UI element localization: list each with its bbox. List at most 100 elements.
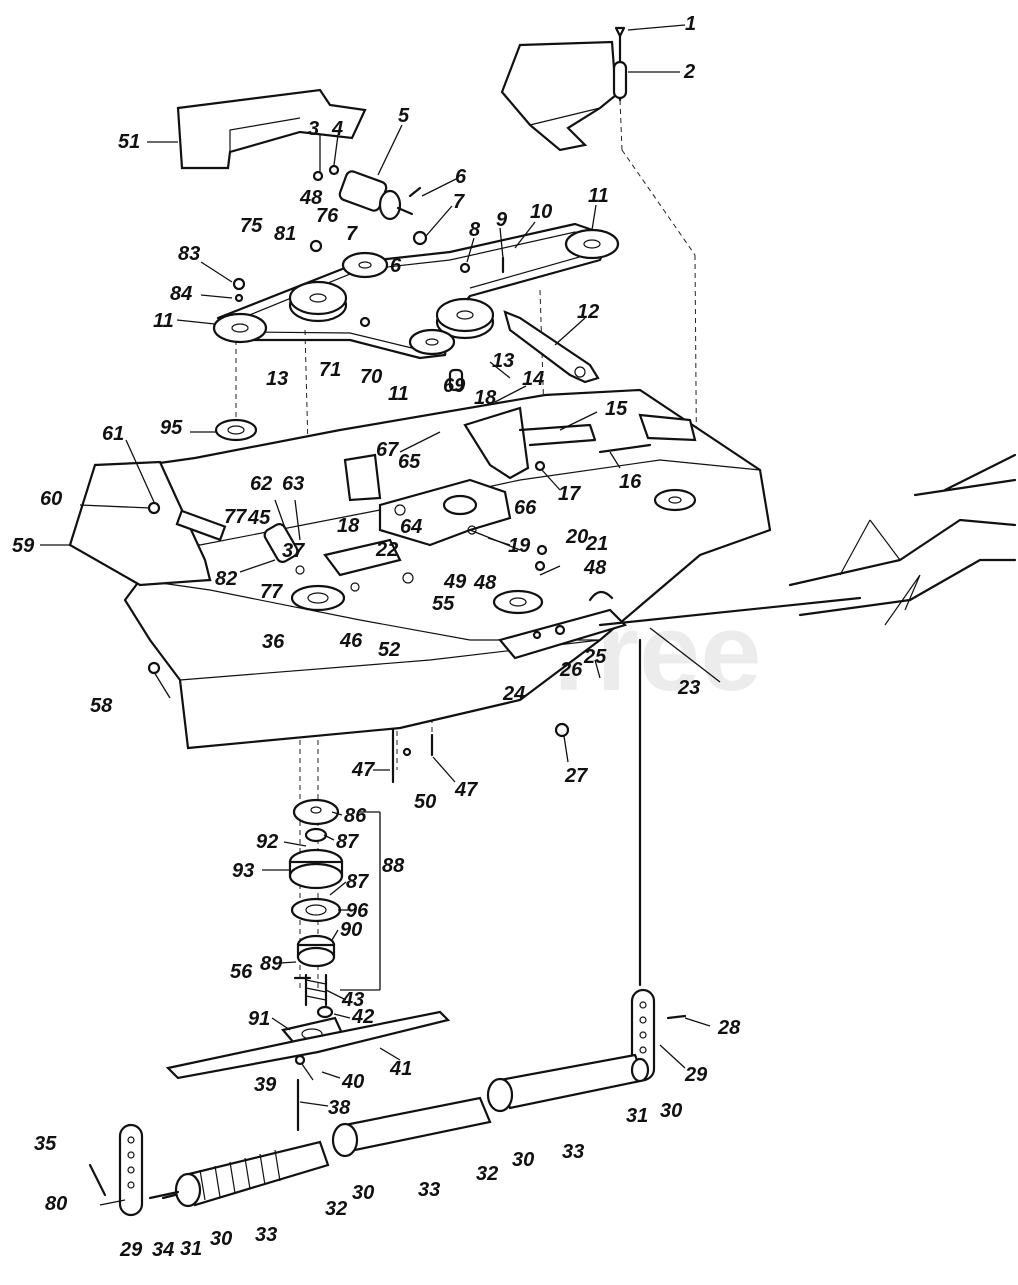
- callout-59: 59: [12, 535, 35, 557]
- callout-91: 91: [248, 1008, 270, 1030]
- belt-cover-left: [176, 88, 367, 170]
- callout-11: 11: [388, 383, 409, 405]
- callout-33: 33: [562, 1141, 584, 1163]
- callout-63: 63: [282, 473, 304, 495]
- callout-61: 61: [102, 423, 124, 445]
- callout-83: 83: [178, 243, 200, 265]
- callout-7: 7: [346, 223, 358, 245]
- callout-56: 56: [230, 961, 253, 983]
- callout-77: 77: [260, 581, 283, 603]
- callout-6: 6: [390, 255, 402, 277]
- hanger-rod: [598, 596, 862, 987]
- callout-11: 11: [153, 310, 174, 332]
- callout-96: 96: [346, 900, 369, 922]
- callout-25: 25: [583, 646, 607, 668]
- callout-26: 26: [559, 659, 583, 681]
- callout-24: 24: [502, 683, 525, 705]
- callout-50: 50: [414, 791, 436, 813]
- callout-1: 1: [685, 13, 696, 35]
- callout-30: 30: [210, 1228, 232, 1250]
- discharge-chute: [68, 460, 227, 587]
- callout-27: 27: [564, 765, 588, 787]
- pulley-11-left: [212, 312, 268, 344]
- callout-11: 11: [588, 185, 609, 207]
- tractor-frame-outline: [788, 453, 1017, 626]
- callout-15: 15: [605, 398, 628, 420]
- callout-52: 52: [378, 639, 400, 661]
- callout-80: 80: [45, 1193, 67, 1215]
- callout-33: 33: [255, 1224, 277, 1246]
- callout-8: 8: [469, 219, 481, 241]
- callout-95: 95: [160, 417, 183, 439]
- pulley-13-left: [288, 280, 348, 323]
- callout-86: 86: [344, 805, 367, 827]
- callout-75: 75: [240, 215, 263, 237]
- callout-47: 47: [454, 779, 478, 801]
- callout-77: 77: [224, 506, 247, 528]
- callout-18: 18: [337, 515, 360, 537]
- leader-lines: [40, 24, 721, 1206]
- callout-19: 19: [508, 535, 531, 557]
- callout-47: 47: [351, 759, 375, 781]
- callout-48: 48: [473, 572, 497, 594]
- callout-23: 23: [677, 677, 700, 699]
- callout-33: 33: [418, 1179, 440, 1201]
- callout-12: 12: [577, 301, 599, 323]
- callout-71: 71: [319, 359, 341, 381]
- callout-30: 30: [660, 1100, 682, 1122]
- callout-13: 13: [266, 368, 288, 390]
- callout-46: 46: [339, 630, 363, 652]
- callout-84: 84: [170, 283, 192, 305]
- hardware: [88, 26, 687, 1200]
- callout-49: 49: [443, 571, 467, 593]
- callout-51: 51: [118, 131, 140, 153]
- callout-2: 2: [683, 61, 695, 83]
- callout-37: 37: [282, 540, 305, 562]
- callout-38: 38: [328, 1097, 351, 1119]
- pulley-11-right: [564, 228, 620, 260]
- callout-29: 29: [119, 1239, 143, 1261]
- callout-17: 17: [558, 483, 581, 505]
- pulley-upper: [341, 251, 389, 279]
- callout-88: 88: [382, 855, 405, 877]
- spindle-collars: [214, 418, 697, 615]
- callout-60: 60: [40, 488, 62, 510]
- callout-31: 31: [180, 1238, 202, 1260]
- callout-82: 82: [215, 568, 237, 590]
- pulley-11-center: [408, 328, 456, 356]
- callout-32: 32: [476, 1163, 498, 1185]
- callout-35: 35: [34, 1133, 57, 1155]
- belt-cover-right: [500, 40, 618, 152]
- spindle-stack: [280, 798, 347, 1052]
- bearing-95: [214, 418, 258, 442]
- callout-7: 7: [453, 191, 465, 213]
- callout-30: 30: [512, 1149, 534, 1171]
- callout-6: 6: [455, 166, 467, 188]
- callout-16: 16: [619, 471, 642, 493]
- gearbox: [338, 170, 414, 221]
- callout-62: 62: [250, 473, 272, 495]
- callout-13: 13: [492, 350, 514, 372]
- callout-4: 4: [331, 118, 343, 140]
- callout-45: 45: [247, 507, 271, 529]
- callout-48: 48: [583, 557, 607, 579]
- callout-22: 22: [375, 539, 398, 561]
- callout-67: 67: [376, 439, 399, 461]
- callout-87: 87: [336, 831, 359, 853]
- callout-20: 20: [565, 526, 588, 548]
- idler-arm: [503, 310, 600, 384]
- callout-70: 70: [360, 366, 382, 388]
- callout-66: 66: [514, 497, 537, 519]
- callout-93: 93: [232, 860, 254, 882]
- callout-58: 58: [90, 695, 113, 717]
- callout-labels: 1 2 3 4 5 6 6 7 7 8 9 10 11 11 11 12 13 …: [12, 13, 741, 1261]
- pulley-13-right: [435, 297, 495, 340]
- callout-29: 29: [684, 1064, 708, 1086]
- callout-36: 36: [262, 631, 285, 653]
- callout-39: 39: [254, 1074, 277, 1096]
- callout-30: 30: [352, 1182, 374, 1204]
- callout-34: 34: [152, 1239, 174, 1261]
- callout-65: 65: [398, 451, 421, 473]
